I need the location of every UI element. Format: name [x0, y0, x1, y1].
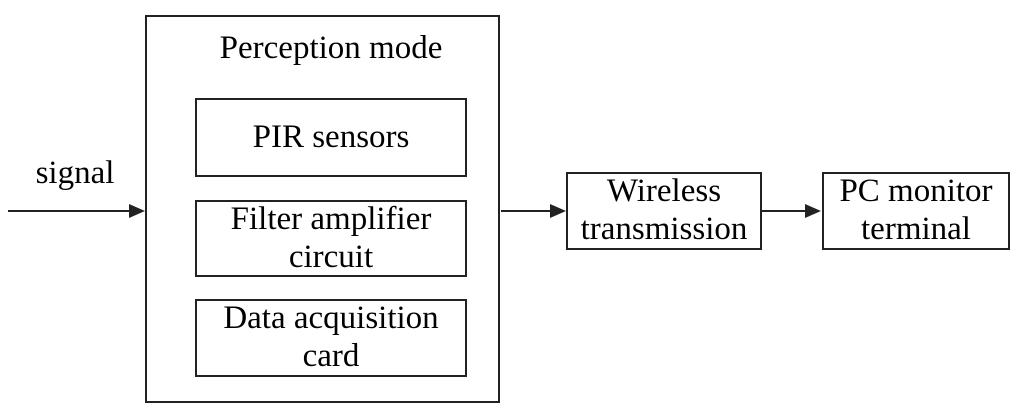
perception-mode-box: Perception mode PIR sensors Filter ampli…: [145, 15, 500, 403]
wireless-to-pc-arrow-line: [762, 210, 808, 212]
perception-mode-title: Perception mode: [219, 30, 443, 66]
signal-arrow-line: [8, 210, 130, 212]
signal-arrowhead-icon: [129, 204, 145, 218]
wireless-to-pc-arrowhead-icon: [805, 204, 821, 218]
pir-sensors-box: PIR sensors: [195, 98, 467, 177]
wireless-transmission-label: Wireless transmission: [580, 173, 748, 247]
filter-amplifier-circuit-box: Filter amplifier circuit: [195, 200, 467, 277]
signal-label: signal: [35, 155, 115, 191]
data-acquisition-card-label: Data acquisition card: [223, 300, 439, 374]
pc-monitor-terminal-box: PC monitor terminal: [822, 172, 1010, 250]
perception-to-wireless-arrow-line: [501, 210, 553, 212]
perception-to-wireless-arrowhead-icon: [550, 204, 566, 218]
data-acquisition-card-box: Data acquisition card: [195, 299, 467, 377]
filter-amplifier-circuit-label: Filter amplifier circuit: [230, 200, 432, 275]
pc-monitor-terminal-label: PC monitor terminal: [839, 173, 993, 247]
pir-sensors-label: PIR sensors: [252, 118, 410, 155]
wireless-transmission-box: Wireless transmission: [566, 172, 762, 250]
